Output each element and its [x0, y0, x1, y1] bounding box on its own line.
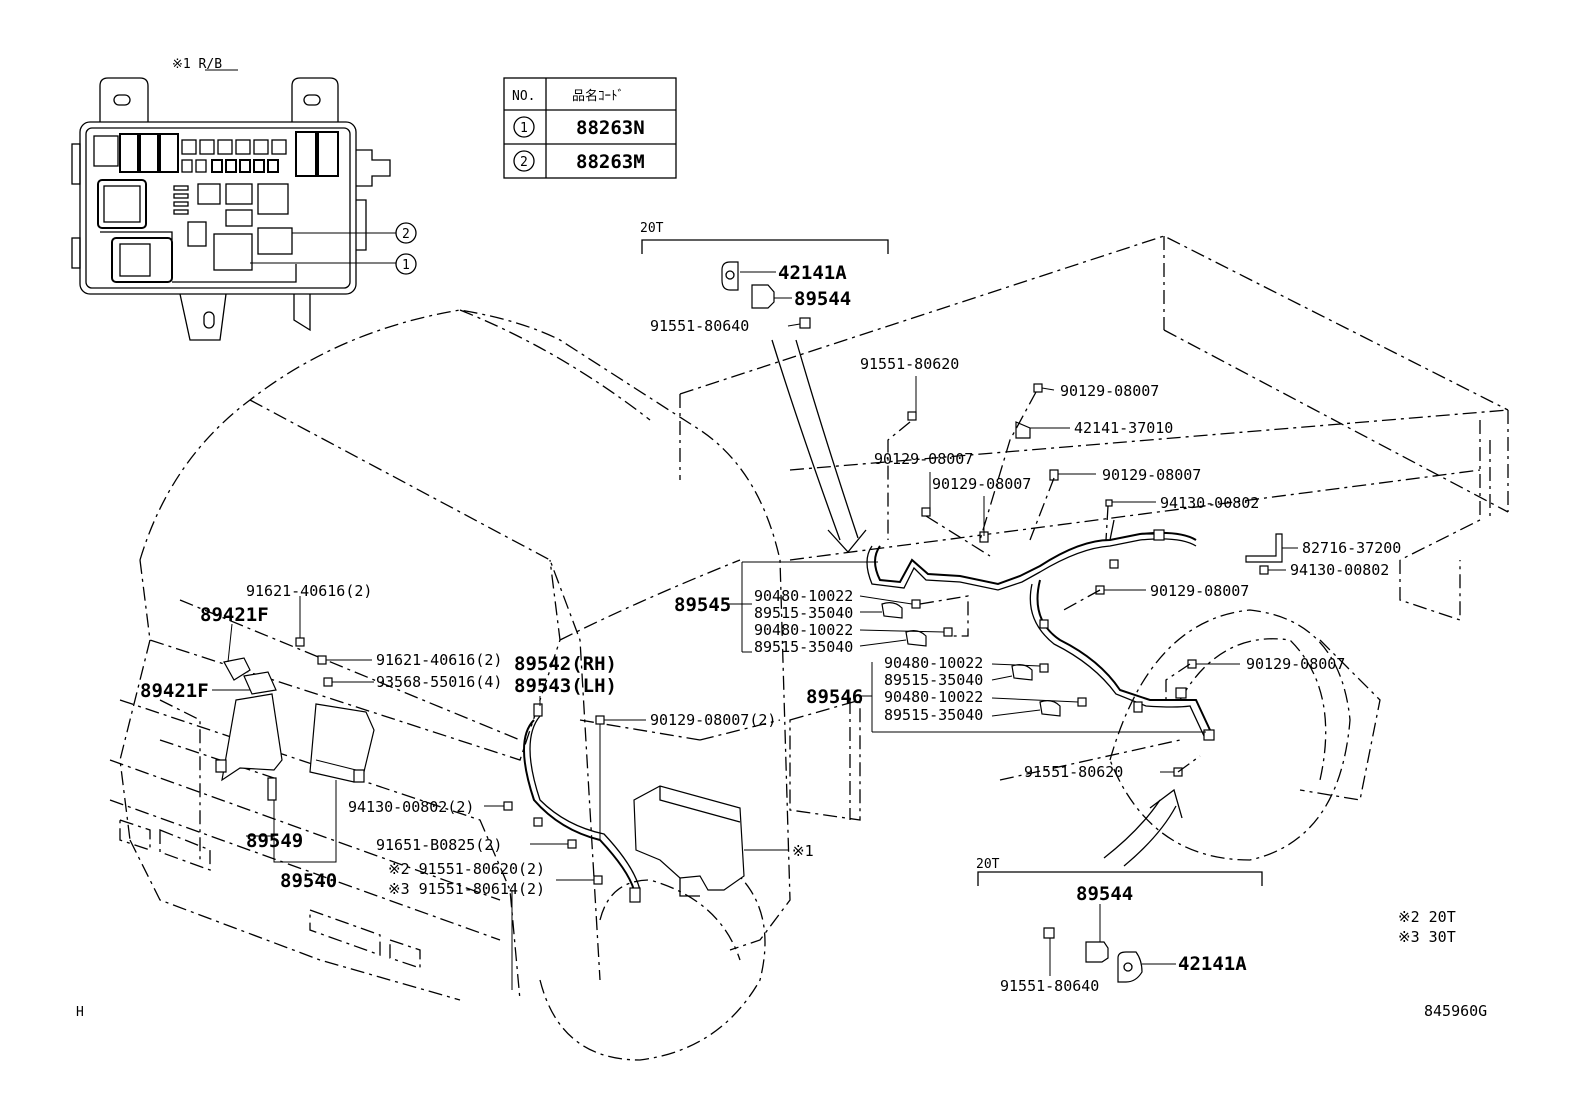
label-42141-37010: 42141-37010: [1074, 419, 1173, 437]
label-89515-35040-d: 89515-35040: [884, 706, 983, 724]
label-94130-00802-c: 94130-00802(2): [348, 798, 474, 816]
label-90129-08007-a: 90129-08007: [1060, 382, 1159, 400]
label-90129-08007-g: 90129-08007(2): [650, 711, 776, 729]
part-labels: 91551-80620 90129-08007 42141-37010 9012…: [140, 355, 1401, 898]
table-header-no: NO.: [512, 89, 535, 104]
label-ref-1: ※1: [792, 842, 814, 860]
label-91551-80620-mid: 91551-80620: [1024, 763, 1123, 781]
rear-harness: [866, 383, 1283, 777]
label-89421F-a: 89421F: [200, 604, 269, 626]
label-90129-08007-c: 90129-08007: [932, 475, 1031, 493]
label-94130-00802-a: 94130-00802: [1160, 494, 1259, 512]
leader-lines: [212, 376, 1298, 990]
callout-2: 2: [402, 227, 410, 242]
label-91621-40616-a: 91621-40616(2): [246, 582, 372, 600]
label-82716-37200: 82716-37200: [1302, 539, 1401, 557]
label-91621-40616-b: 91621-40616(2): [376, 651, 502, 669]
label-90129-08007-b: 90129-08007: [874, 450, 973, 468]
label-90480-10022-b: 90480-10022: [754, 621, 853, 639]
inset-top-20t: 20T 42141A 89544 91551-80640: [640, 221, 889, 553]
inset-top-part-1: 42141A: [778, 262, 847, 284]
inset-bottom-part-3: 91551-80640: [1000, 977, 1099, 995]
label-89515-35040-b: 89515-35040: [754, 638, 853, 656]
relay-box-illustration: ※1 R/B: [71, 57, 417, 341]
label-91651-b0825: 91651-B0825(2): [376, 836, 502, 854]
label-90480-10022-a: 90480-10022: [754, 587, 853, 605]
label-93568-55016: 93568-55016(4): [376, 673, 502, 691]
callout-1: 1: [402, 258, 410, 273]
label-91551-80620-top: 91551-80620: [860, 355, 959, 373]
note-30t: ※3 30T: [1398, 928, 1456, 946]
table-row-code: 88263M: [576, 151, 645, 173]
label-89546: 89546: [806, 686, 863, 708]
relay-box-ref-label: ※1 R/B: [172, 57, 222, 72]
notes: ※2 20T ※3 30T H 845960G: [76, 908, 1487, 1020]
inset-top-part-3: 91551-80640: [650, 317, 749, 335]
inset-top-title: 20T: [640, 221, 664, 236]
label-89543-lh: 89543(LH): [514, 675, 617, 697]
label-90480-10022-d: 90480-10022: [884, 688, 983, 706]
inset-bottom-20t: 20T 89544 91551-80640 42141A: [976, 788, 1263, 995]
label-89515-35040-a: 89515-35040: [754, 604, 853, 622]
label-90129-08007-f: 90129-08007: [1246, 655, 1345, 673]
truck-illustration: [109, 235, 1509, 1061]
label-89515-35040-c: 89515-35040: [884, 671, 983, 689]
front-components: [215, 637, 745, 903]
label-89421F-b: 89421F: [140, 680, 209, 702]
table-row-code: 88263N: [576, 117, 645, 139]
inset-bottom-part-1: 89544: [1076, 883, 1133, 905]
label-90480-10022-c: 90480-10022: [884, 654, 983, 672]
label-90129-08007-d: 90129-08007: [1102, 466, 1201, 484]
label-89542-rh: 89542(RH): [514, 653, 617, 675]
inset-bottom-title: 20T: [976, 857, 1000, 872]
label-89540: 89540: [280, 870, 337, 892]
footer-left-mark: H: [76, 1005, 84, 1020]
label-89545: 89545: [674, 594, 731, 616]
note-20t: ※2 20T: [1398, 908, 1456, 926]
label-91551-80620-2: ※2 91551-80620(2): [388, 860, 545, 878]
part-code-table: NO. 品名ｺｰﾄﾞ 1 88263N 2 88263M: [503, 77, 677, 179]
table-row-no: 1: [520, 121, 528, 136]
inset-top-part-2: 89544: [794, 288, 851, 310]
diagram-code: 845960G: [1424, 1002, 1487, 1020]
table-header-code: 品名ｺｰﾄﾞ: [572, 88, 624, 104]
table-row-no: 2: [520, 155, 528, 170]
label-89549: 89549: [246, 830, 303, 852]
label-91551-80614: ※3 91551-80614(2): [388, 880, 545, 898]
label-94130-00802-b: 94130-00802: [1290, 561, 1389, 579]
inset-bottom-part-2: 42141A: [1178, 953, 1247, 975]
label-90129-08007-e: 90129-08007: [1150, 582, 1249, 600]
